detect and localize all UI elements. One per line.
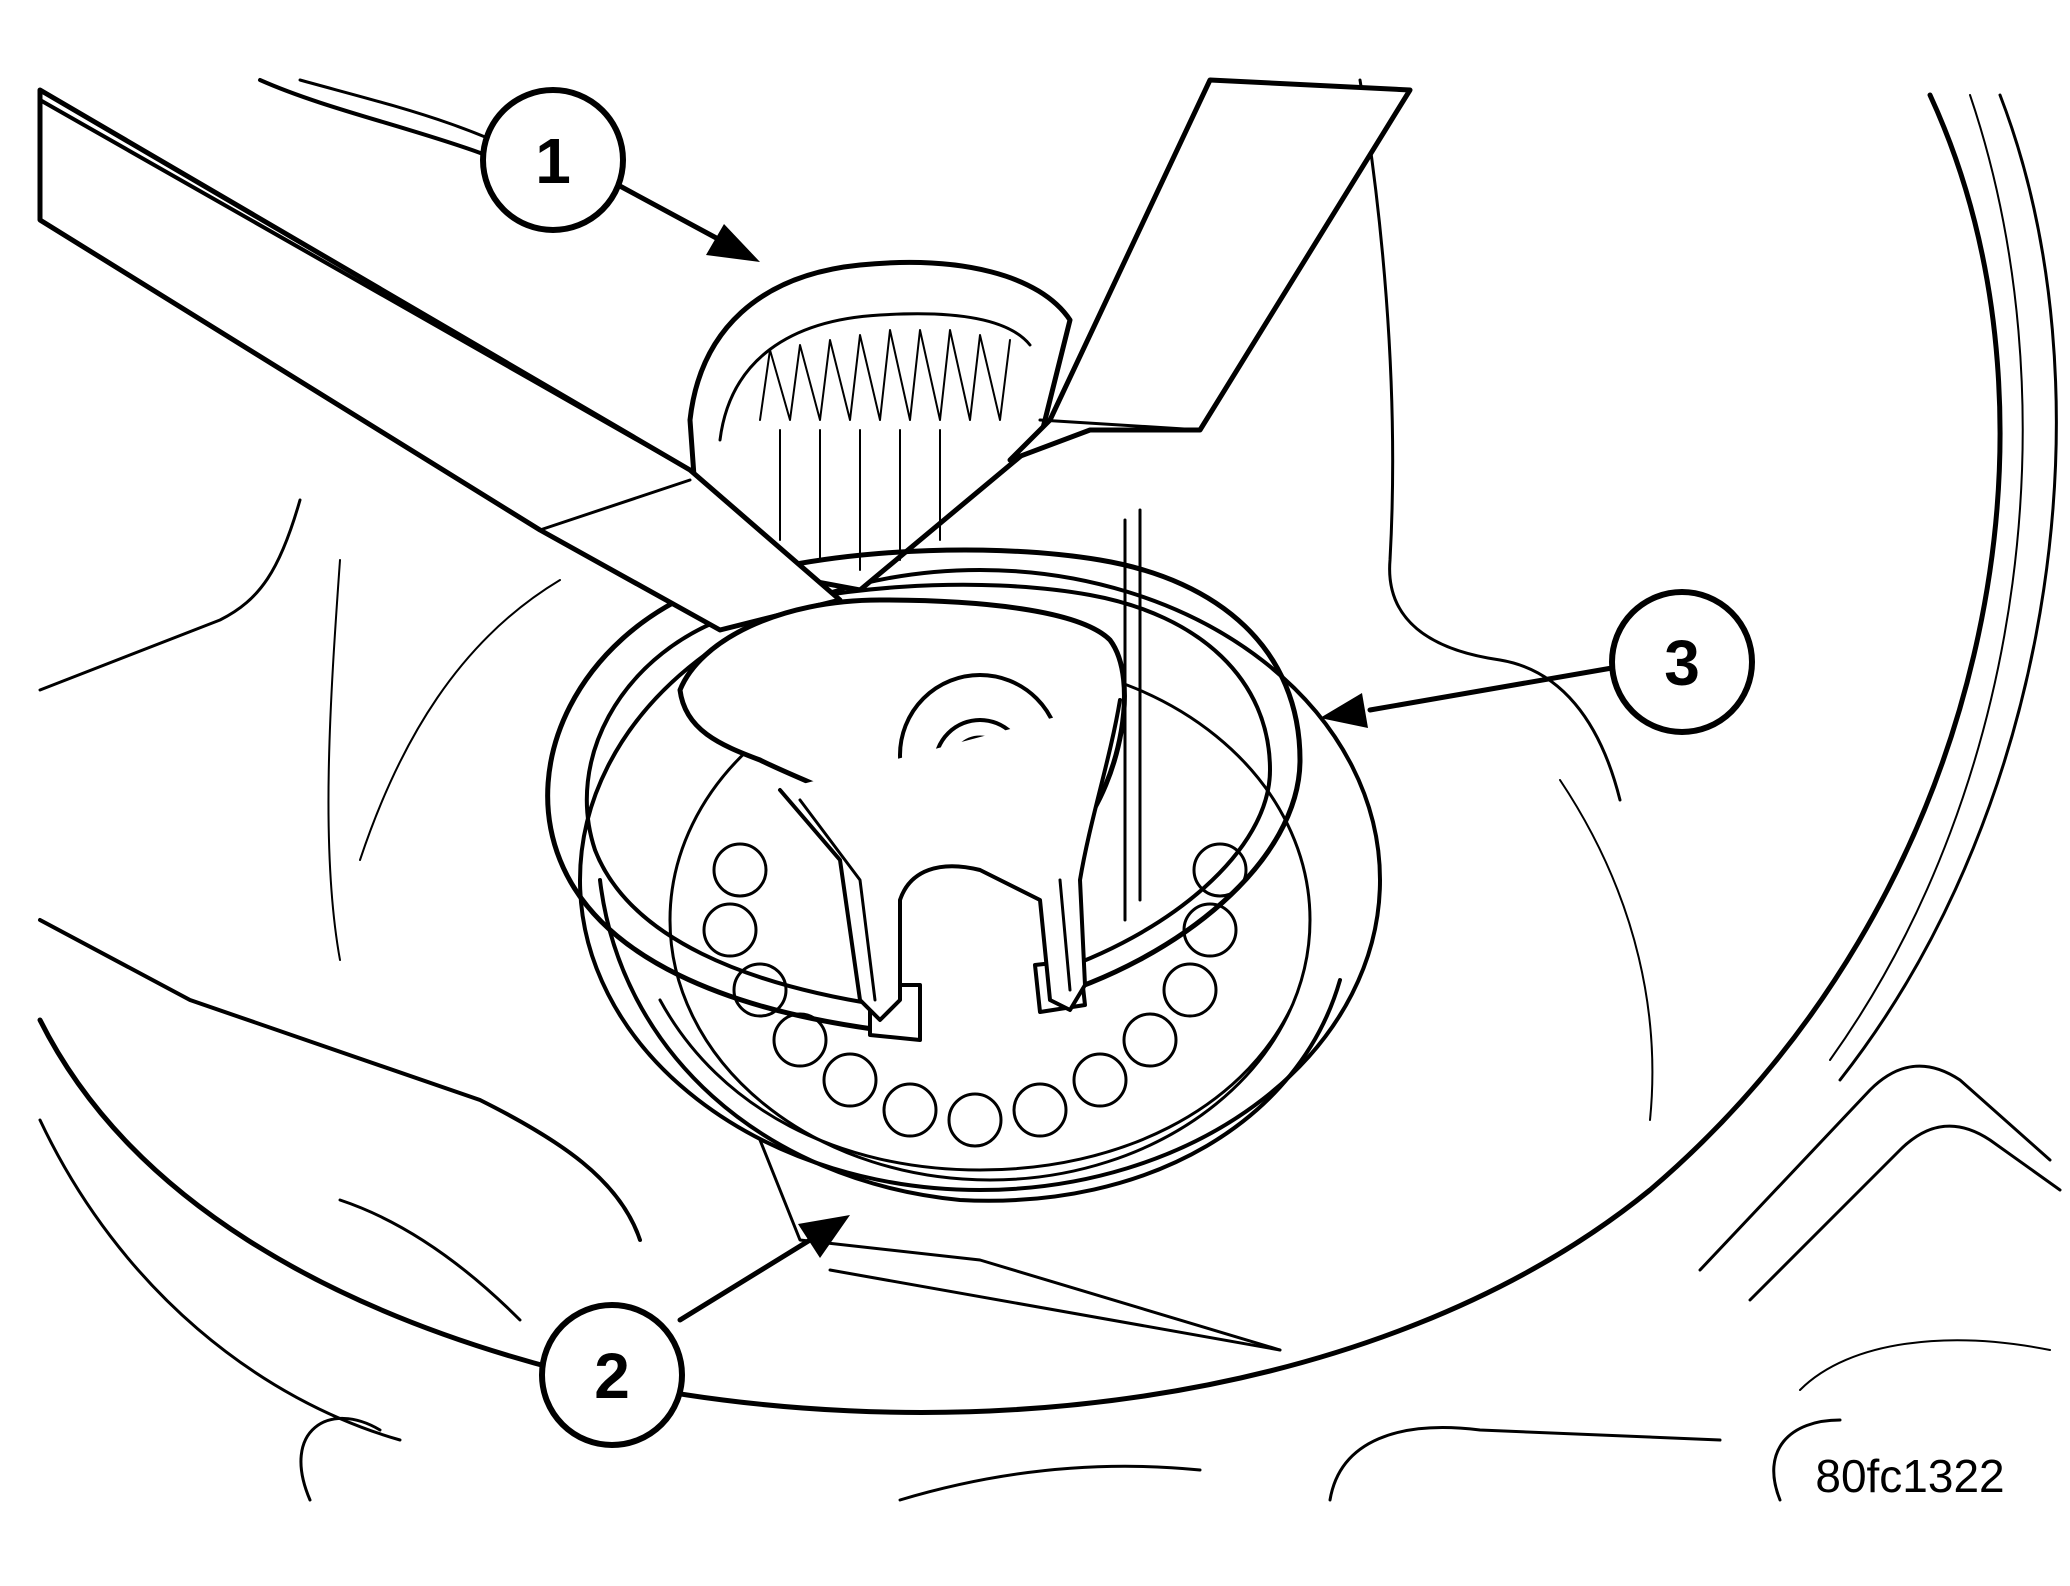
callout-3-number: 3 [1664,627,1700,699]
bearing-assembly [578,568,1382,1352]
callout-1: 1 [480,87,626,233]
callout-leaders [615,182,1615,1323]
snap-ring-pliers [37,77,1413,1022]
callout-1-number: 1 [535,125,571,197]
callout-2-number: 2 [594,1340,630,1412]
splined-shaft [687,260,1073,593]
callout-3: 3 [1609,589,1755,735]
callout-2: 2 [539,1302,685,1448]
bearing-rollers [702,842,1248,1148]
figure-id-label: 80fc1322 [1815,1450,2004,1502]
